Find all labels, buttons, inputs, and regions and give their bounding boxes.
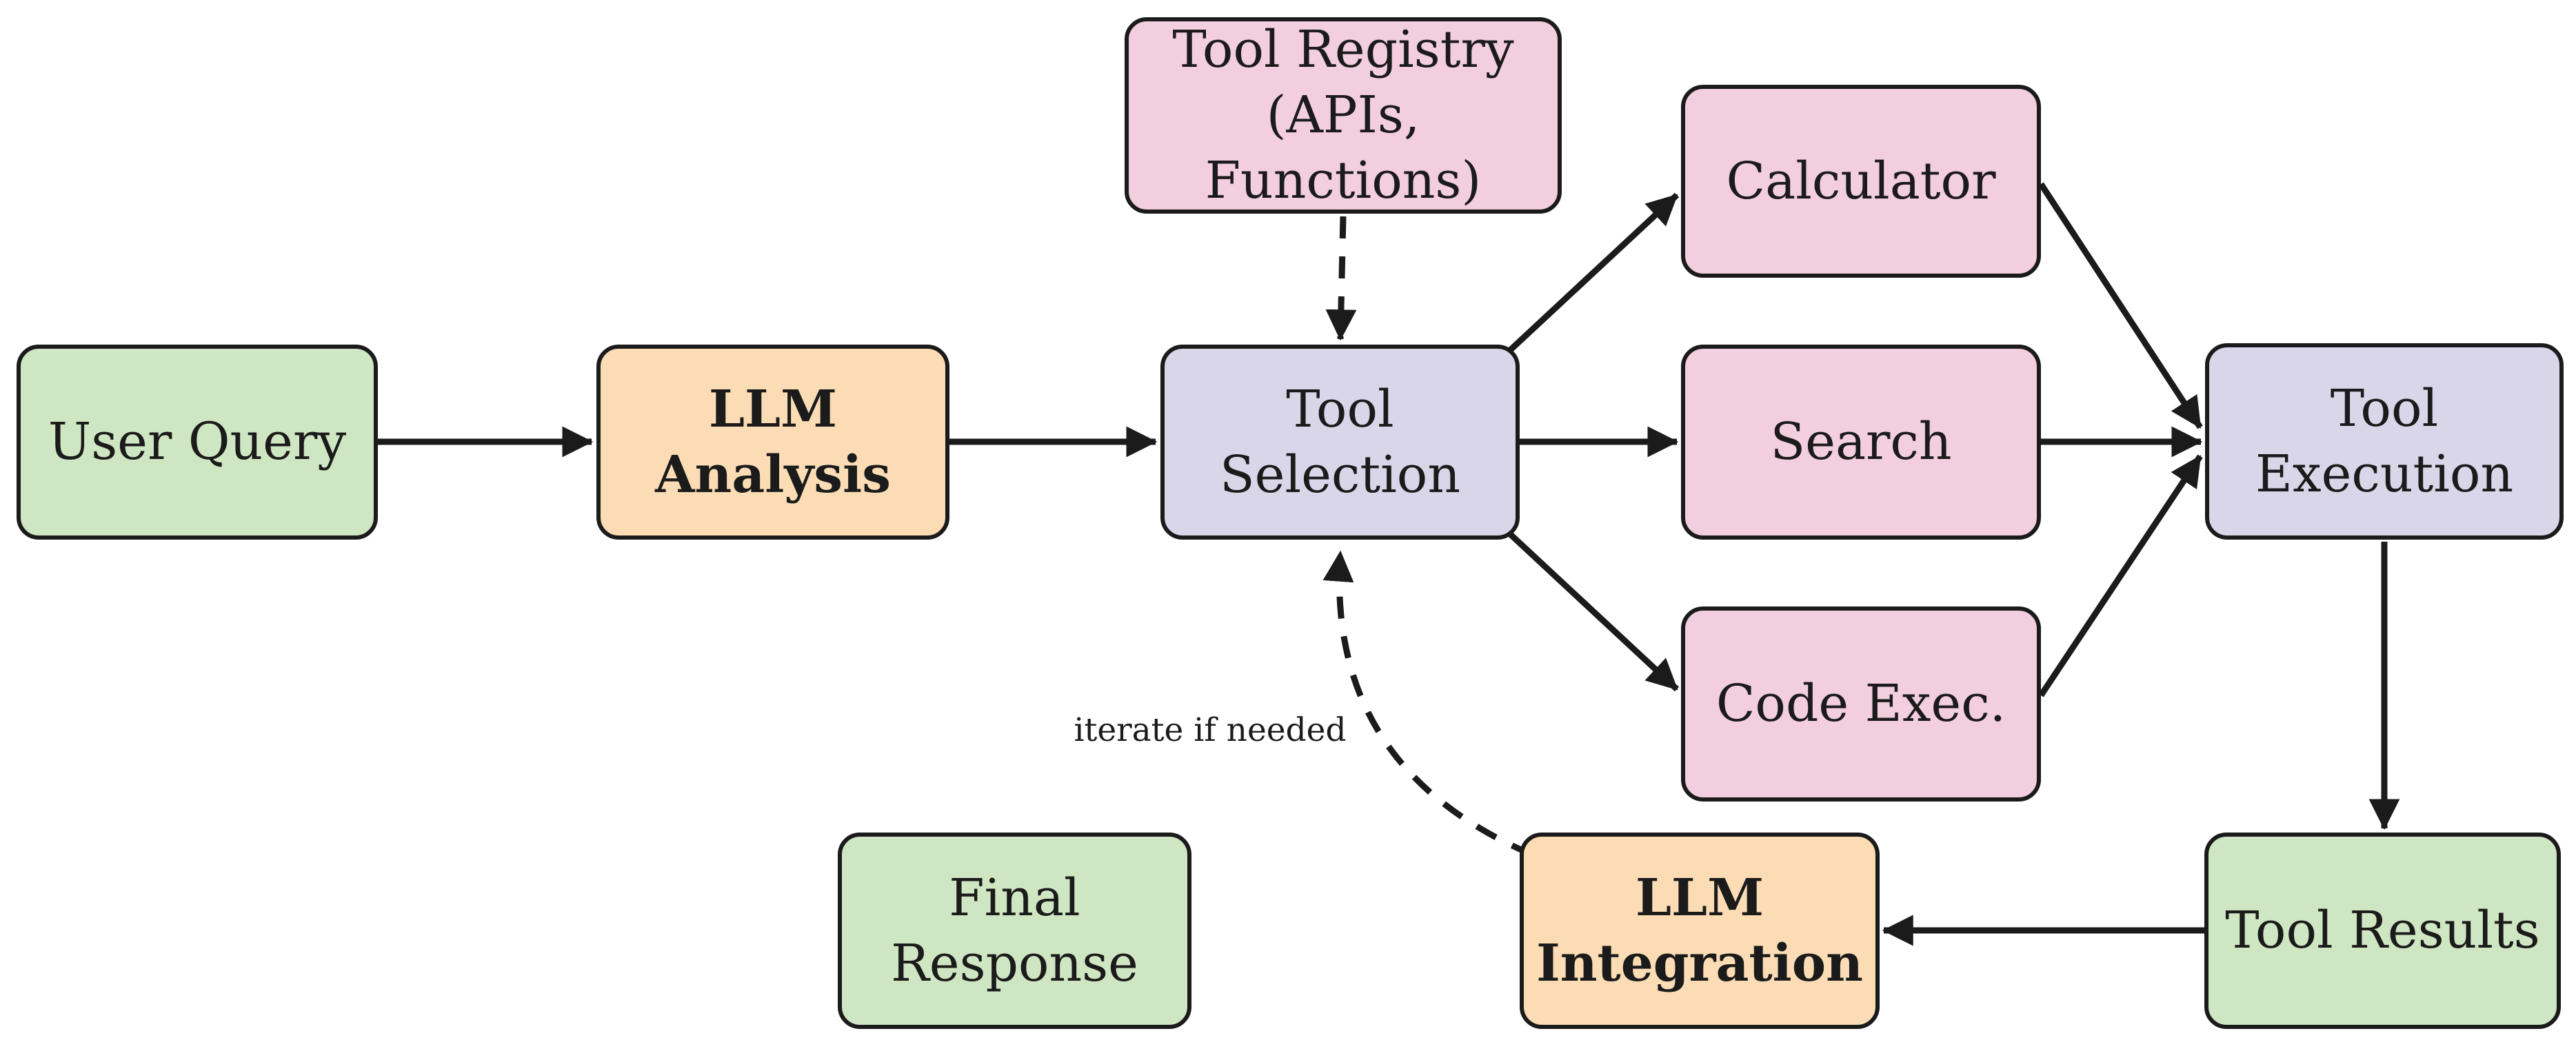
node-llm-integration-label-line1: LLM: [1636, 868, 1764, 928]
node-tool-execution: Tool Execution: [2205, 343, 2564, 540]
iterate-if-needed-label: iterate if needed: [1074, 711, 1347, 749]
node-tool-selection-label-line2: Selection: [1219, 445, 1460, 504]
node-final-response: Final Response: [838, 833, 1191, 1029]
node-llm-analysis-label-line1: LLM: [709, 379, 837, 439]
node-llm-analysis-label-line2: Analysis: [655, 445, 891, 504]
node-user-query-label: User Query: [48, 412, 347, 472]
node-tool-results-label: Tool Results: [2225, 901, 2540, 961]
node-tool-selection-label-line1: Tool: [1286, 379, 1394, 439]
node-tool-registry-label-line1: Tool Registry: [1172, 20, 1514, 80]
edge-tool-registry-to-tool-selection: [1325, 216, 1357, 341]
node-calculator: Calculator: [1681, 85, 2041, 278]
node-user-query: User Query: [17, 345, 378, 540]
node-search-label: Search: [1770, 412, 1952, 472]
edge-tool-selection-to-calculator: [1506, 192, 1680, 354]
edge-calculator-to-tool-execution: [2038, 182, 2203, 429]
node-tool-selection: Tool Selection: [1160, 345, 1520, 540]
node-tool-registry-label-line2: (APIs, Functions): [1205, 85, 1482, 210]
node-llm-integration: LLM Integration: [1520, 833, 1880, 1029]
node-llm-integration-label-line2: Integration: [1536, 933, 1863, 993]
edge-code-exec-to-tool-execution: [2038, 454, 2203, 697]
node-llm-analysis: LLM Analysis: [596, 345, 949, 540]
node-code-exec: Code Exec.: [1681, 606, 2041, 802]
node-calculator-label: Calculator: [1726, 151, 1996, 211]
edge-llm-integration-to-tool-selection: [1322, 550, 1533, 858]
node-tool-registry: Tool Registry (APIs, Functions): [1125, 17, 1562, 214]
node-final-response-label-line2: Response: [891, 933, 1138, 993]
node-tool-execution-label-line1: Tool: [2330, 378, 2439, 438]
node-final-response-label-line1: Final: [949, 868, 1080, 928]
node-tool-results: Tool Results: [2204, 833, 2561, 1029]
node-search: Search: [1681, 345, 2041, 540]
node-code-exec-label: Code Exec.: [1715, 674, 2006, 734]
edge-tool-selection-to-code-exec: [1506, 530, 1680, 692]
node-tool-execution-label-line2: Execution: [2255, 444, 2514, 504]
